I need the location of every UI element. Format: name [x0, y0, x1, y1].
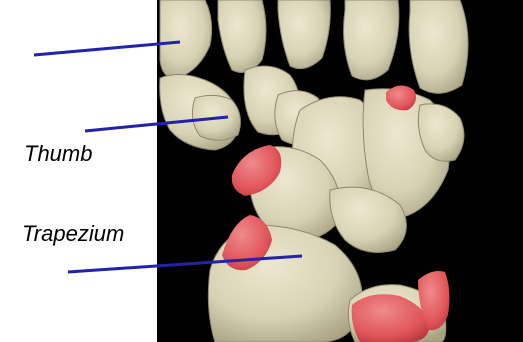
trapezium-label: Trapezium — [22, 221, 124, 247]
thumb-label: Thumb — [24, 141, 92, 167]
metacarpal-little — [409, 0, 468, 93]
